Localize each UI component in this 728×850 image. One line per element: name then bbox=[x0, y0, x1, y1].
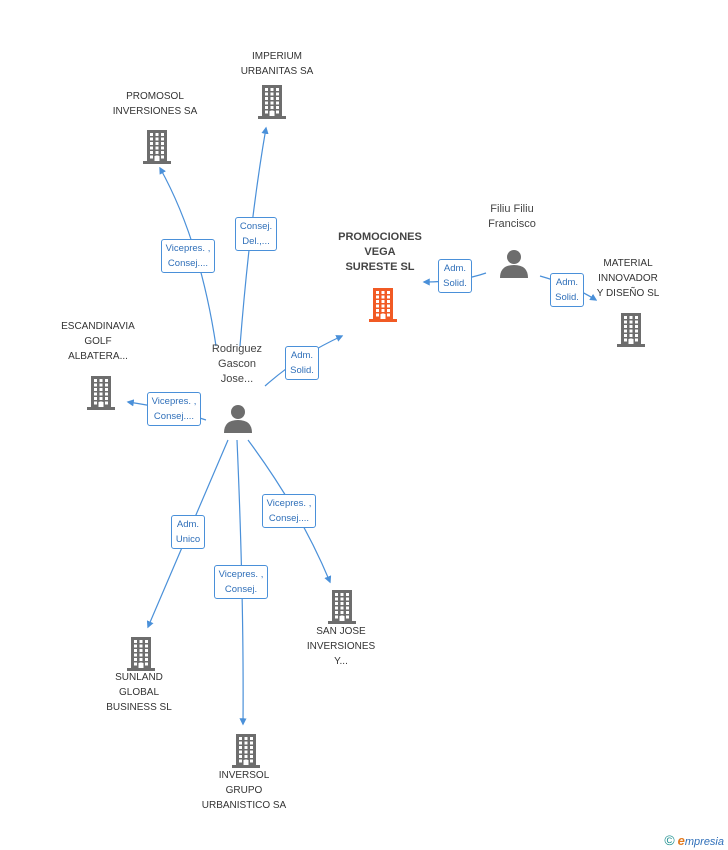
edge-label-e-inversol[interactable]: Vicepres. , Consej. bbox=[213, 565, 269, 599]
building-icon[interactable] bbox=[232, 734, 260, 773]
node-label-promociones[interactable]: PROMOCIONES VEGA SURESTE SL bbox=[325, 230, 435, 275]
node-label-line: GOLF bbox=[84, 336, 112, 347]
node-label-line: PROMOCIONES bbox=[338, 231, 422, 243]
edge-label-e-sanjose[interactable]: Vicepres. , Consej.... bbox=[261, 494, 317, 528]
node-label-promosol[interactable]: PROMOSOL INVERSIONES SA bbox=[100, 89, 210, 119]
node-label-line: INVERSOL bbox=[218, 770, 270, 781]
node-label-sunland[interactable]: SUNLAND GLOBAL BUSINESS SL bbox=[89, 670, 189, 715]
node-label-line: Jose... bbox=[220, 373, 254, 385]
edge-label-line: Solid. bbox=[290, 365, 314, 376]
edge-label-line: Solid. bbox=[443, 278, 467, 289]
edge-label-e-material[interactable]: Adm. Solid. bbox=[550, 273, 584, 307]
node-label-line: SURESTE SL bbox=[345, 261, 415, 273]
edge-label-e-escandinavia[interactable]: Vicepres. , Consej.... bbox=[146, 392, 202, 426]
edge-label-line: Consej.... bbox=[153, 411, 195, 422]
node-label-line: GLOBAL bbox=[118, 687, 160, 698]
brand-name: mpresia bbox=[684, 836, 724, 848]
edge-label-line: Consej.... bbox=[268, 513, 310, 524]
edge-label-e-promosol[interactable]: Vicepres. , Consej.... bbox=[160, 239, 216, 273]
edge-label-line: Vicepres. , bbox=[266, 498, 312, 509]
node-label-line: Y... bbox=[334, 656, 348, 667]
node-label-line: URBANISTICO SA bbox=[201, 800, 287, 811]
edge-label-line: Vicepres. , bbox=[151, 396, 197, 407]
edge-label-line: Adm. bbox=[443, 263, 467, 274]
node-label-line: Y DISEÑO SL bbox=[596, 288, 660, 299]
edge-label-line: Del.,... bbox=[242, 236, 270, 247]
node-label-line: INVERSIONES bbox=[306, 641, 376, 652]
node-label-line: BUSINESS SL bbox=[106, 702, 172, 713]
node-label-line: MATERIAL bbox=[603, 258, 653, 269]
node-label-imperium[interactable]: IMPERIUM URBANITAS SA bbox=[222, 49, 332, 79]
node-label-inversol[interactable]: INVERSOL GRUPO URBANISTICO SA bbox=[189, 768, 299, 813]
building-icon[interactable] bbox=[258, 85, 286, 124]
edge-label-e-imperium[interactable]: Consej. Del.,... bbox=[234, 217, 278, 251]
edge-label-line: Consej. bbox=[224, 584, 258, 595]
edge-label-e-promociones-r[interactable]: Adm. Solid. bbox=[285, 346, 319, 380]
edge-label-line: Adm. bbox=[176, 519, 200, 530]
edge-label-line: Consej. bbox=[239, 221, 273, 232]
edge-label-e-promociones-f[interactable]: Adm. Solid. bbox=[438, 259, 472, 293]
node-label-line: URBANITAS SA bbox=[240, 66, 314, 77]
footer-brand[interactable]: ©empresia bbox=[664, 832, 724, 848]
main-building-icon[interactable] bbox=[369, 288, 397, 327]
node-label-line: Filiu Filiu bbox=[490, 203, 534, 215]
edge-label-e-sunland[interactable]: Adm. Unico bbox=[170, 515, 206, 549]
node-label-line: ALBATERA... bbox=[68, 351, 128, 362]
node-label-escandinavia[interactable]: ESCANDINAVIA GOLF ALBATERA... bbox=[48, 319, 148, 364]
node-label-material[interactable]: MATERIAL INNOVADOR Y DISEÑO SL bbox=[583, 256, 673, 301]
node-label-line: Rodriguez bbox=[211, 343, 263, 355]
node-label-line: SAN JOSE bbox=[316, 626, 366, 637]
node-label-line: GRUPO bbox=[225, 785, 263, 796]
edge-label-line: Adm. bbox=[555, 277, 579, 288]
node-label-line: ESCANDINAVIA bbox=[61, 321, 135, 332]
building-icon[interactable] bbox=[328, 590, 356, 629]
node-label-line: Gascon bbox=[218, 358, 256, 370]
edge-label-line: Vicepres. , bbox=[165, 243, 211, 254]
node-label-line: SUNLAND bbox=[115, 672, 163, 683]
node-label-sanjose[interactable]: SAN JOSE INVERSIONES Y... bbox=[296, 624, 386, 669]
node-label-line: INVERSIONES SA bbox=[112, 106, 198, 117]
edge-label-line: Vicepres. , bbox=[218, 569, 264, 580]
brand-initial: e bbox=[677, 833, 685, 848]
person-icon[interactable] bbox=[223, 403, 253, 438]
building-icon[interactable] bbox=[143, 130, 171, 169]
node-label-line: INNOVADOR bbox=[598, 273, 658, 284]
building-icon[interactable] bbox=[87, 376, 115, 415]
copyright-icon: © bbox=[664, 832, 675, 848]
edge-label-line: Consej.... bbox=[167, 258, 209, 269]
person-icon[interactable] bbox=[499, 248, 529, 283]
node-label-line: PROMOSOL bbox=[126, 91, 184, 102]
node-label-line: IMPERIUM bbox=[252, 51, 302, 62]
building-icon[interactable] bbox=[127, 637, 155, 676]
node-label-line: VEGA bbox=[364, 246, 396, 258]
edge-label-line: Unico bbox=[175, 534, 201, 545]
edge-label-line: Solid. bbox=[555, 292, 579, 303]
building-icon[interactable] bbox=[617, 313, 645, 352]
edge-label-line: Adm. bbox=[290, 350, 314, 361]
node-label-line: Francisco bbox=[488, 218, 536, 230]
